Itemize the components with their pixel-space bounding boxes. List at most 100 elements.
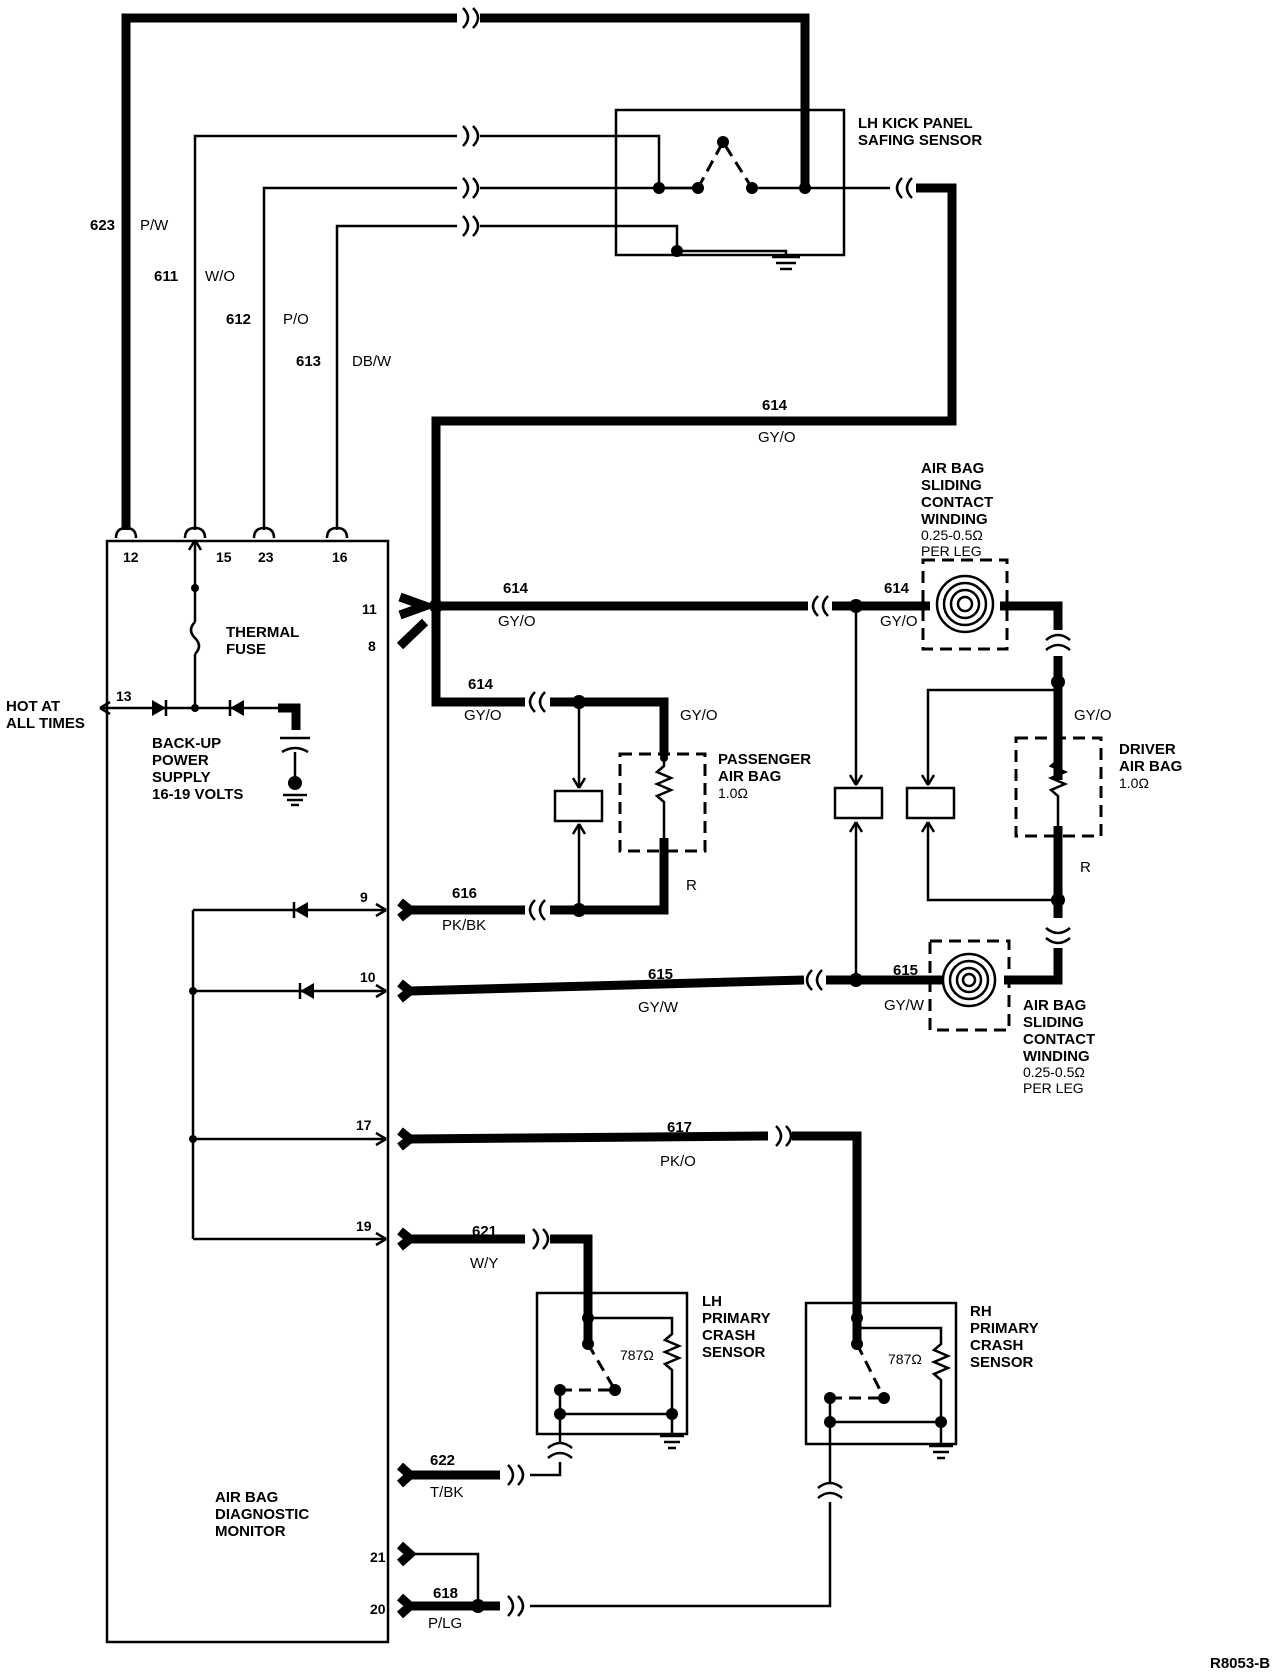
- node-pass-bottom: [572, 903, 586, 917]
- lh-sensor-resistor-value: 787Ω: [620, 1347, 654, 1363]
- pin-19-connector: [397, 1227, 418, 1251]
- rh-sensor-resistor-value: 787Ω: [888, 1351, 922, 1367]
- winding-bottom-outline: [928, 939, 1011, 1032]
- wire-611-circuit: 611: [154, 268, 178, 285]
- lh-crash-sensor: 787Ω LH PRIMARY CRASH SENSOR: [535, 1291, 771, 1450]
- wire-614-driver-connector-b: [821, 595, 829, 617]
- hot-label-1: HOT AT: [6, 698, 60, 715]
- driver-sense-block-left: [833, 786, 884, 820]
- wire-614-pass-connector-b: [538, 691, 546, 713]
- lh-sensor-label-4: SENSOR: [702, 1344, 766, 1361]
- lh-sensor-label-3: CRASH: [702, 1327, 755, 1344]
- safing-sensor: LH KICK PANEL SAFING SENSOR: [614, 108, 982, 271]
- winding-bottom-coil-3: [955, 966, 983, 994]
- backup-label-1: BACK-UP: [152, 735, 221, 752]
- wire-614-winding-circuit: 614: [884, 580, 910, 597]
- safing-out-connector-b: [905, 177, 913, 199]
- wire-618-connector-b: [517, 1595, 525, 1617]
- contact-winding-bottom: AIR BAG SLIDING CONTACT WINDING 0.25-0.5…: [928, 939, 1095, 1096]
- driver-sense-left-arrow-up: [848, 821, 864, 833]
- rh-crash-sensor: 787Ω RH PRIMARY CRASH SENSOR: [804, 1301, 1039, 1460]
- arrow-9: [375, 902, 387, 918]
- wire-612-color: P/O: [283, 311, 309, 328]
- lh-sensor-label-2: PRIMARY: [702, 1310, 771, 1327]
- safing-out-connector-a: [895, 177, 903, 199]
- wire-615-circuit: 615: [648, 966, 673, 983]
- wire-617-to-rh-sensor: [792, 1131, 862, 1344]
- driver-sense-left-arrow-down: [848, 774, 864, 786]
- passenger-bag-value: 1.0Ω: [718, 785, 748, 801]
- winding-top-label-2: SLIDING: [921, 477, 982, 494]
- driver-bottom-connector-a: [1045, 927, 1071, 935]
- wire-616-color: PK/BK: [442, 917, 486, 934]
- wire-623-connector-b: [472, 7, 480, 29]
- contact-winding-top: AIR BAG SLIDING CONTACT WINDING 0.25-0.5…: [921, 460, 1009, 651]
- wire-611-color: W/O: [205, 268, 235, 285]
- wire-622-connector-b: [517, 1464, 525, 1486]
- passenger-sense-arrow-down: [571, 777, 587, 789]
- pin-12-label: 12: [123, 549, 139, 565]
- lh-sensor-connector-a: [547, 1441, 573, 1449]
- wire-618-connector-a: [507, 1595, 515, 1617]
- wire-621-circuit: 621: [472, 1223, 497, 1240]
- safing-sensor-box: [614, 108, 846, 257]
- pin-10-label: 10: [360, 969, 376, 985]
- wire-616-circuit: 616: [452, 885, 477, 902]
- thermal-fuse-label-1: THERMAL: [226, 624, 299, 641]
- wire-616-connector-a: [528, 899, 536, 921]
- rh-sensor-connector-b: [817, 1491, 843, 1499]
- wire-617-connector-b: [785, 1125, 793, 1147]
- lh-sensor-switch: [586, 1343, 617, 1391]
- wire-623: [121, 13, 457, 530]
- driver-bottom-color: R: [1080, 859, 1091, 876]
- driver-sense-right-arrow-down: [920, 774, 936, 786]
- pin-20-connector: [396, 1593, 417, 1619]
- winding-bottom-coil-4: [961, 972, 977, 988]
- bus-node-10: [189, 987, 197, 995]
- rh-sensor-node-1: [851, 1312, 863, 1324]
- winding-top-to-driver: [1000, 601, 1063, 630]
- safing-ground-icon: [772, 255, 800, 271]
- driver-sense-block-right: [905, 786, 956, 820]
- rh-sensor-switch: [855, 1343, 886, 1399]
- winding-top-coil-4: [956, 595, 974, 613]
- wire-614-loop-circuit: 614: [762, 397, 788, 414]
- passenger-bag-top-node: [660, 754, 668, 762]
- wire-617-color: PK/O: [660, 1153, 696, 1170]
- passenger-sense-arrow-up: [571, 823, 587, 835]
- passenger-bag-label-1: PASSENGER: [718, 751, 811, 768]
- wire-612-connector-b: [472, 177, 480, 199]
- pin-11-connector: [398, 592, 439, 620]
- winding-top-value-1: 0.25-0.5Ω: [921, 527, 983, 543]
- pin-21-connector: [396, 1541, 417, 1567]
- wire-612-connector-a: [462, 177, 470, 199]
- wire-617-connector-a: [775, 1125, 783, 1147]
- passenger-bottom-color: R: [686, 877, 697, 894]
- safing-sensor-wires: 623 P/W 611 W/O 612 P/O 613 DB/W: [90, 7, 810, 530]
- wire-623-circuit: 623: [90, 217, 115, 234]
- passenger-bag-label-2: AIR BAG: [718, 768, 781, 785]
- diode-13-icon: [152, 700, 166, 716]
- driver-top-connector-a: [1045, 633, 1071, 641]
- lh-sensor-label-1: LH: [702, 1293, 722, 1310]
- wire-623-connector-a: [462, 7, 470, 29]
- passenger-bag-outline: [618, 752, 707, 853]
- wire-621-connector-b: [542, 1228, 550, 1250]
- monitor-outline: [105, 539, 390, 1644]
- wire-616-connector-b: [538, 899, 546, 921]
- pin-19-label: 19: [356, 1218, 372, 1234]
- monitor-title-1: AIR BAG: [215, 1489, 278, 1506]
- hot-arrow: [99, 700, 111, 716]
- wire-613-circuit: 613: [296, 353, 321, 370]
- winding-top-value-2: PER LEG: [921, 543, 982, 559]
- capacitor-plate-bottom: [281, 746, 309, 754]
- wire-614-to-passenger-bag: [550, 697, 669, 756]
- rh-sensor-label-4: SENSOR: [970, 1354, 1034, 1371]
- wire-615: [409, 975, 805, 996]
- driver-bag-outline: [1014, 736, 1103, 838]
- backup-label-2: POWER: [152, 752, 209, 769]
- rh-sensor-connector-a: [817, 1481, 843, 1489]
- safing-switch: [696, 139, 754, 189]
- rh-sensor-ground-icon: [929, 1444, 953, 1460]
